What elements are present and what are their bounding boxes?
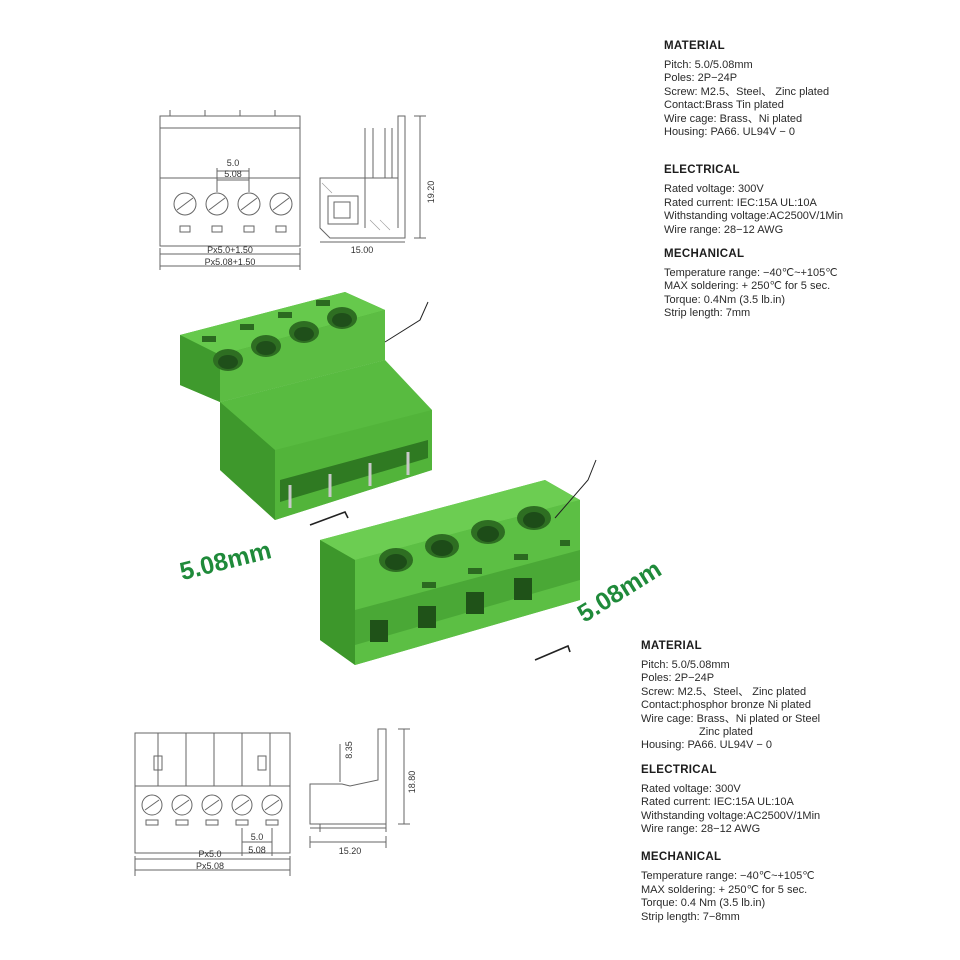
top-front-drawing: 5.0 5.08 Px5.0+1.50 Px5.08+1.50 bbox=[159, 110, 301, 270]
top-depth: 15.00 bbox=[351, 245, 374, 255]
spec-block-top: MATERIAL Pitch: 5.0/5.08mm Poles: 2P−24P… bbox=[664, 40, 843, 332]
spec-line: Poles: 2P−24P bbox=[641, 672, 715, 685]
bottom-height: 18.80 bbox=[407, 771, 417, 794]
spec-line: MAX soldering: + 250℃ for 5 sec. bbox=[641, 883, 808, 896]
spec-line: Wire cage: Brass、Ni plated or Steel bbox=[641, 712, 821, 725]
top-pitch-a: 5.0 bbox=[227, 158, 240, 168]
top-height: 19.20 bbox=[426, 181, 436, 204]
section-title: MECHANICAL bbox=[664, 248, 745, 261]
spec-line: Rated current: IEC:15A UL:10A bbox=[641, 796, 794, 809]
spec-line: Pitch: 5.0/5.08mm bbox=[641, 659, 730, 671]
spec-line: Contact:phosphor bronze Ni plated bbox=[641, 699, 811, 712]
spec-line: Strip length: 7−8mm bbox=[641, 910, 740, 923]
spec-line: Withstanding voltage:AC2500V/1Min bbox=[664, 210, 844, 223]
bottom-front-drawing: 5.0 5.08 Px5.0 Px5.08 bbox=[134, 732, 291, 876]
spec-line: Wire cage: Brass、Ni plated bbox=[664, 112, 803, 125]
spec-bottom-material: MATERIAL Pitch: 5.0/5.08mm Poles: 2P−24P… bbox=[641, 640, 820, 753]
bottom-depth: 15.20 bbox=[339, 846, 362, 856]
bottom-width-b: Px5.08 bbox=[196, 861, 224, 871]
section-title: ELECTRICAL bbox=[641, 763, 717, 776]
spec-line: Rated current: IEC:15A UL:10A bbox=[664, 196, 817, 209]
spec-line: Rated voltage: 300V bbox=[641, 782, 741, 795]
section-title: MATERIAL bbox=[641, 640, 702, 652]
bottom-side-drawing: 15.20 18.80 8.35 bbox=[309, 728, 417, 856]
spec-line: Withstanding voltage:AC2500V/1Min bbox=[641, 809, 821, 822]
section-title: ELECTRICAL bbox=[664, 164, 740, 177]
bottom-height-small: 8.35 bbox=[344, 741, 354, 759]
spec-line: Rated voltage: 300V bbox=[664, 183, 764, 196]
top-pitch-b: 5.08 bbox=[224, 169, 242, 179]
product-photo bbox=[180, 292, 597, 665]
spec-line: Contact:Brass Tin plated bbox=[664, 99, 784, 112]
spec-top-electrical: ELECTRICAL Rated voltage: 300V Rated cur… bbox=[664, 164, 843, 237]
male-header-connector bbox=[180, 292, 432, 526]
spec-top-material: MATERIAL Pitch: 5.0/5.08mm Poles: 2P−24P… bbox=[664, 40, 843, 139]
spec-line: Zinc plated bbox=[699, 726, 753, 739]
top-width-b: Px5.08+1.50 bbox=[205, 257, 256, 267]
spec-line: Housing: PA66. UL94V − 0 bbox=[664, 126, 795, 139]
spec-line: Temperature range: −40℃~+105℃ bbox=[664, 267, 838, 280]
spec-line: Poles: 2P−24P bbox=[664, 72, 738, 85]
spec-top-mechanical: MECHANICAL Temperature range: −40℃~+105℃… bbox=[664, 248, 843, 321]
bottom-width-a: Px5.0 bbox=[198, 849, 221, 859]
spec-line: Temperature range: −40℃~+105℃ bbox=[641, 870, 815, 883]
spec-block-bottom: MATERIAL Pitch: 5.0/5.08mm Poles: 2P−24P… bbox=[641, 640, 820, 935]
spec-line: Screw: M2.5、Steel、 Zinc plated bbox=[641, 685, 807, 698]
section-title: MATERIAL bbox=[664, 40, 725, 52]
spec-line: Pitch: 5.0/5.08mm bbox=[664, 59, 753, 71]
bottom-pitch-a: 5.0 bbox=[251, 832, 264, 842]
female-plug-connector bbox=[320, 459, 597, 665]
spec-line: Strip length: 7mm bbox=[664, 307, 751, 320]
spec-bottom-mechanical: MECHANICAL Temperature range: −40℃~+105℃… bbox=[641, 851, 820, 924]
top-side-drawing: 15.00 19.20 bbox=[319, 115, 436, 255]
spec-line: Wire range: 28−12 AWG bbox=[664, 223, 784, 236]
spec-line: Torque: 0.4Nm (3.5 lb.in) bbox=[664, 293, 786, 306]
spec-line: Torque: 0.4 Nm (3.5 lb.in) bbox=[641, 897, 766, 910]
spec-line: Wire range: 28−12 AWG bbox=[641, 823, 761, 836]
bottom-pitch-b: 5.08 bbox=[248, 845, 266, 855]
spec-line: MAX soldering: + 250℃ for 5 sec. bbox=[664, 280, 831, 293]
top-width-a: Px5.0+1.50 bbox=[207, 245, 253, 255]
spec-bottom-electrical: ELECTRICAL Rated voltage: 300V Rated cur… bbox=[641, 764, 820, 837]
section-title: MECHANICAL bbox=[641, 851, 722, 864]
spec-line: Screw: M2.5、Steel、 Zinc plated bbox=[664, 85, 830, 98]
spec-line: Housing: PA66. UL94V − 0 bbox=[641, 739, 772, 752]
